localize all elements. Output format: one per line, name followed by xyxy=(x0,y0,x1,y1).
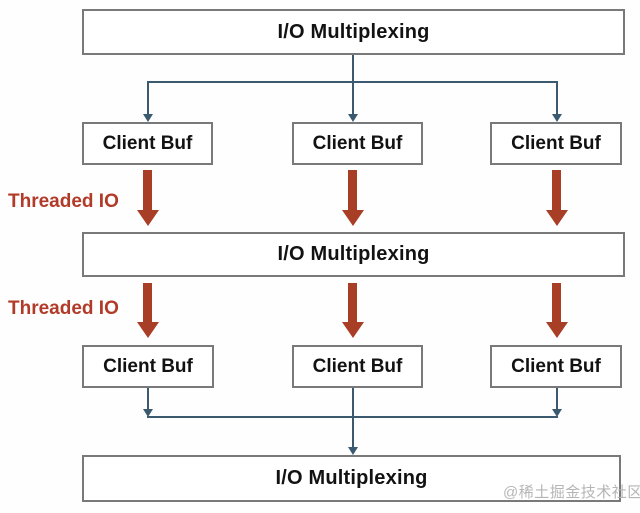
connector-line-top-right xyxy=(556,82,558,114)
connector-branch-line-top xyxy=(147,81,558,83)
client-buf-box-row1-left: Client Buf xyxy=(82,122,213,165)
client-buf-box-row2-left: Client Buf xyxy=(82,345,214,388)
threaded-io-arrow-shaft xyxy=(552,170,561,210)
client-buf-label: Client Buf xyxy=(312,132,403,154)
arrowhead-down-icon xyxy=(143,409,153,417)
threaded-io-label-2: Threaded IO xyxy=(8,298,119,319)
threaded-io-arrow-icon xyxy=(137,322,159,338)
connector-line-bottom-right xyxy=(556,388,558,409)
io-multiplexing-middle-label: I/O Multiplexing xyxy=(277,243,430,265)
threaded-io-arrow-shaft xyxy=(348,170,357,210)
io-multiplexing-box-bottom: I/O Multiplexing xyxy=(82,455,621,502)
arrowhead-down-icon xyxy=(348,447,358,455)
threaded-io-arrow-shaft xyxy=(143,170,152,210)
watermark-text: @稀土掘金技术社区 xyxy=(503,484,640,501)
io-multiplexing-top-label: I/O Multiplexing xyxy=(277,20,430,43)
client-buf-box-row2-right: Client Buf xyxy=(490,345,622,388)
client-buf-label: Client Buf xyxy=(312,355,403,377)
arrowhead-down-icon xyxy=(552,409,562,417)
client-buf-box-row2-middle: Client Buf xyxy=(292,345,423,388)
threaded-io-arrow-icon xyxy=(342,322,364,338)
arrowhead-down-icon xyxy=(552,114,562,122)
threaded-io-arrow-icon xyxy=(546,322,568,338)
arrowhead-down-icon xyxy=(143,114,153,122)
threaded-io-arrow-icon xyxy=(342,210,364,226)
threaded-io-arrow-shaft xyxy=(552,283,561,322)
client-buf-label: Client Buf xyxy=(102,132,193,154)
io-multiplexing-box-top: I/O Multiplexing xyxy=(82,9,625,55)
arrowhead-down-icon xyxy=(348,114,358,122)
connector-line-bottom-center xyxy=(352,388,354,447)
threaded-io-arrow-icon xyxy=(137,210,159,226)
client-buf-label: Client Buf xyxy=(511,355,601,377)
client-buf-label: Client Buf xyxy=(511,132,601,154)
io-multiplexing-bottom-label: I/O Multiplexing xyxy=(275,467,428,489)
threaded-io-label-1: Threaded IO xyxy=(8,191,119,212)
threaded-io-arrow-shaft xyxy=(143,283,152,322)
client-buf-label: Client Buf xyxy=(103,355,193,377)
client-buf-box-row1-middle: Client Buf xyxy=(292,122,423,165)
connector-line-bottom-left xyxy=(147,388,149,409)
threaded-io-arrow-icon xyxy=(546,210,568,226)
connector-line-top-left xyxy=(147,82,149,114)
threaded-io-arrow-shaft xyxy=(348,283,357,322)
io-multiplexing-box-middle: I/O Multiplexing xyxy=(82,232,625,277)
connector-line-top-center xyxy=(352,55,354,114)
client-buf-box-row1-right: Client Buf xyxy=(490,122,622,165)
